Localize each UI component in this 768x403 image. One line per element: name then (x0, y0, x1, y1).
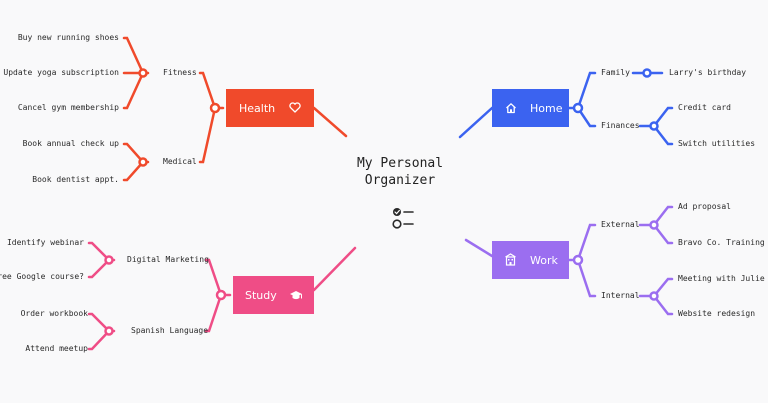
title-line-1: My Personal (356, 156, 444, 171)
home-central-link (458, 106, 494, 139)
medical-item-link-2 (122, 160, 145, 182)
spanish-node (104, 326, 114, 336)
graduation-cap-icon (290, 291, 302, 300)
work-node (572, 254, 584, 266)
task-item[interactable]: Cancel gym membership (17, 103, 119, 112)
external-item-link-2 (652, 223, 674, 245)
task-item[interactable]: Ad proposal (678, 202, 731, 211)
group-family[interactable]: Family (601, 68, 630, 77)
work-internal-link (576, 258, 597, 298)
internal-item-link-2 (652, 294, 674, 316)
fitness-item-link-3 (122, 71, 145, 110)
task-item[interactable]: Free Google course? (0, 272, 84, 281)
finances-item-link-2 (652, 124, 674, 146)
study-digital-link (204, 258, 232, 297)
group-fitness[interactable]: Fitness (163, 68, 197, 77)
home-finances-link (576, 106, 597, 128)
task-item[interactable]: Book annual check up (22, 139, 119, 148)
group-medical[interactable]: Medical (163, 157, 197, 166)
task-item[interactable]: Larry's birthday (669, 68, 747, 77)
task-item[interactable]: Website redesign (678, 309, 756, 318)
work-category-box[interactable]: Work (492, 241, 569, 279)
group-finances[interactable]: Finances (601, 121, 640, 130)
office-building-icon (505, 253, 516, 266)
task-item[interactable]: Credit card (678, 103, 731, 112)
study-spanish-link (204, 293, 223, 333)
house-icon (506, 103, 516, 114)
task-item[interactable]: Identify webinar (6, 238, 84, 247)
family-node (642, 68, 652, 78)
study-label: Study (245, 288, 277, 302)
home-label: Home (530, 101, 563, 115)
health-central-link (312, 106, 348, 138)
study-central-link (312, 246, 357, 292)
digital-item-link-2 (87, 258, 111, 279)
health-connectors (122, 36, 348, 182)
group-internal[interactable]: Internal (601, 291, 640, 300)
work-connectors (464, 205, 674, 316)
task-item[interactable]: Meeting with Julie (678, 274, 765, 283)
spanish-item-link-2 (87, 329, 111, 351)
task-item[interactable]: Switch utilities (678, 139, 756, 148)
group-spanish-language[interactable]: Spanish Language (131, 326, 209, 335)
digital-node (104, 255, 114, 265)
task-item[interactable]: Order workbook (20, 309, 88, 318)
fitness-item-link-1 (122, 36, 150, 75)
home-family-link (567, 71, 597, 110)
work-external-link (567, 223, 597, 262)
external-item-link-1 (638, 205, 674, 227)
finances-item-link-1 (638, 106, 674, 128)
health-label: Health (239, 101, 276, 115)
internal-node (649, 291, 659, 301)
title-line-2: Organizer (364, 173, 436, 188)
home-category-box[interactable]: Home (492, 89, 569, 127)
task-item[interactable]: Bravo Co. Training (678, 238, 765, 247)
study-category-box[interactable]: Study (233, 276, 314, 314)
task-item[interactable]: Book dentist appt. (32, 175, 119, 184)
checklist-icon (392, 208, 414, 229)
work-label: Work (530, 253, 558, 267)
heart-icon (289, 102, 301, 113)
task-item[interactable]: Update yoga subscription (3, 68, 119, 77)
medical-node (138, 157, 148, 167)
task-item[interactable]: Buy new running shoes (17, 33, 119, 42)
group-external[interactable]: External (601, 220, 640, 229)
external-node (649, 220, 659, 230)
work-central-link (464, 238, 494, 258)
page-title: My Personal Organizer (330, 155, 470, 189)
health-medical-link (198, 106, 217, 164)
health-category-box[interactable]: Health (226, 89, 314, 127)
study-node (215, 289, 227, 301)
task-item[interactable]: Attend meetup (25, 344, 88, 353)
group-digital-marketing[interactable]: Digital Marketing (127, 255, 209, 264)
home-connectors (458, 68, 674, 146)
fitness-node (138, 68, 148, 78)
finances-node (649, 121, 659, 131)
study-connectors (87, 241, 357, 351)
home-node (572, 102, 584, 114)
health-node (209, 102, 221, 114)
internal-item-link-1 (638, 277, 674, 298)
health-fitness-link (198, 71, 225, 110)
